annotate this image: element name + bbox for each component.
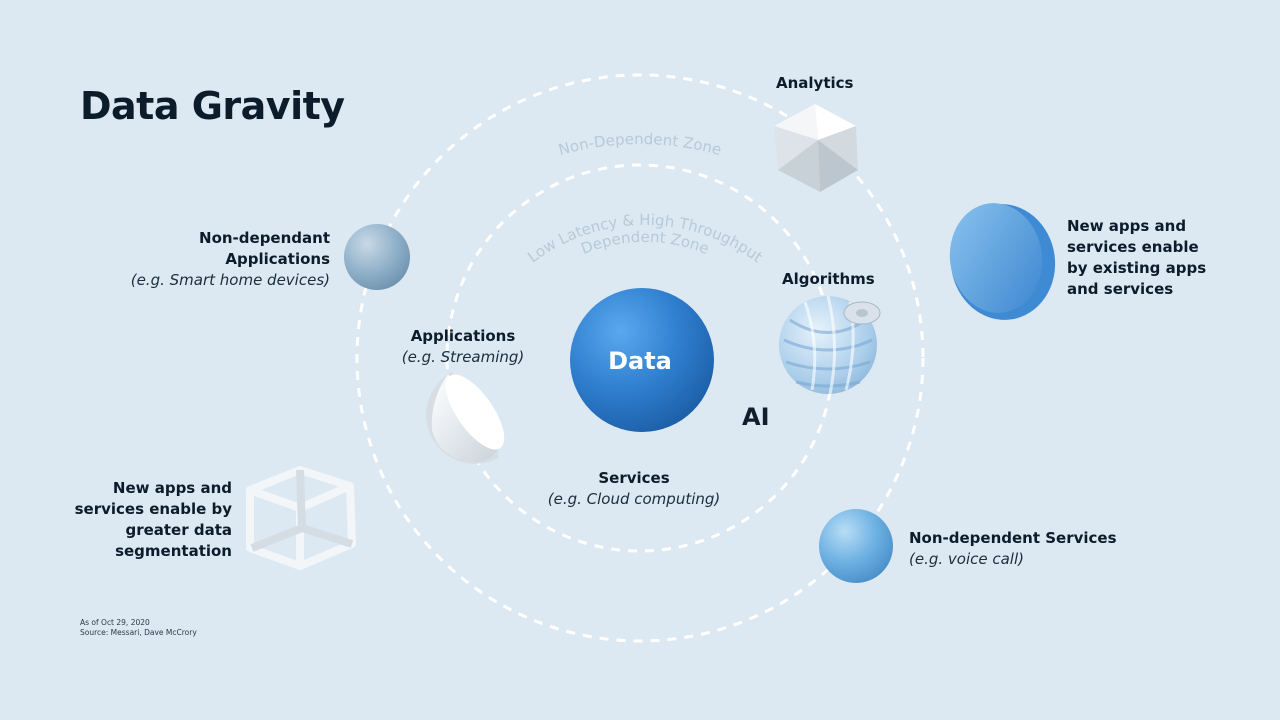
applications-title: Applications — [410, 327, 516, 345]
new-apps-segmentation-node: New apps and services enable by greater … — [60, 478, 232, 562]
outer-zone-label: Non-Dependent Zone — [557, 130, 724, 159]
services-example: (e.g. Cloud computing) — [547, 490, 721, 508]
algorithms-label: Algorithms — [782, 270, 875, 288]
footnote-source: Source: Messari, Dave McCrory — [80, 628, 197, 637]
ai-label: AI — [742, 403, 770, 431]
new-apps-existing-line3: by existing apps — [1067, 259, 1207, 277]
non-dep-services-title: Non-dependent Services — [909, 529, 1117, 547]
new-apps-existing-line4: and services — [1067, 280, 1174, 298]
ribbed-sphere-icon — [779, 295, 881, 395]
footnote-date: As of Oct 29, 2020 — [80, 618, 150, 627]
hemisphere-icon — [426, 372, 505, 464]
data-sphere-icon — [570, 288, 714, 432]
outer-orbit — [355, 73, 925, 643]
services-title: Services — [598, 469, 670, 487]
new-apps-existing-line1: New apps and — [1067, 217, 1187, 235]
analytics-label: Analytics — [776, 74, 854, 92]
non-dep-apps-line1: Non-dependant — [199, 229, 330, 247]
non-dependent-services-node: Non-dependent Services (e.g. voice call) — [909, 528, 1169, 570]
page-title: Data Gravity — [80, 84, 345, 128]
new-apps-seg-line1: New apps and — [112, 479, 232, 497]
non-dep-apps-line2: Applications — [225, 250, 330, 268]
services-node: Services (e.g. Cloud computing) — [520, 468, 748, 510]
footnote: As of Oct 29, 2020 Source: Messari, Dave… — [80, 618, 197, 638]
applications-node: Applications (e.g. Streaming) — [378, 326, 548, 368]
non-dep-apps-example: (e.g. Smart home devices) — [130, 271, 330, 289]
new-apps-seg-line4: segmentation — [115, 542, 232, 560]
applications-example: (e.g. Streaming) — [401, 348, 525, 366]
disc-icon — [949, 203, 1056, 320]
non-dep-services-example: (e.g. voice call) — [909, 550, 1024, 568]
new-apps-seg-line2: services enable by — [74, 500, 232, 518]
non-dependant-applications-node: Non-dependant Applications (e.g. Smart h… — [80, 228, 330, 291]
data-label: Data — [608, 347, 672, 375]
new-apps-existing-node: New apps and services enable by existing… — [1067, 216, 1247, 300]
new-apps-existing-line2: services enable — [1067, 238, 1199, 256]
icosahedron-icon — [774, 104, 858, 192]
wireframe-cube-icon — [246, 466, 356, 570]
new-apps-seg-line3: greater data — [125, 521, 232, 539]
blue-sphere-icon — [819, 509, 893, 583]
grey-sphere-icon — [344, 224, 410, 290]
